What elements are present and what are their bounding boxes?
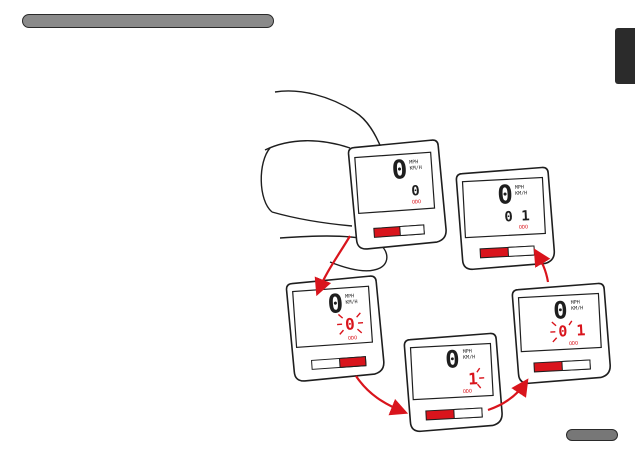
bottom-digits: 0 <box>344 314 355 334</box>
unit-kmh: KM/H <box>515 190 527 197</box>
device-bottom: 0 MPH KM/H 1 ODO <box>404 333 503 432</box>
speed-digit: 0 <box>553 296 569 325</box>
unit-kmh: KM/H <box>345 299 357 306</box>
bottom-digits: 0 <box>411 183 421 200</box>
odo-label: ODO <box>569 341 578 347</box>
device-right-top: 0 MPH KM/H 0 1 ODO <box>456 167 555 270</box>
page-number-pill <box>566 429 618 441</box>
unit-kmh: KM/H <box>463 354 475 361</box>
odo-label: ODO <box>519 224 528 230</box>
odo-label: ODO <box>463 389 472 395</box>
unit-kmh: KM/H <box>571 305 583 312</box>
arrow-left-to-bottom <box>356 376 404 412</box>
odo-label: ODO <box>412 199 421 206</box>
device-right: 0 MPH KM/H 0 1 ODO <box>512 283 611 384</box>
odo-label: ODO <box>348 335 357 342</box>
device-left: 0 MPH KM/H 0 ODO <box>286 276 385 382</box>
speed-digit: 0 <box>497 180 514 211</box>
bottom-digits: 0 1 <box>504 208 530 225</box>
speed-digit: 0 <box>444 345 460 374</box>
speed-digit: 0 <box>327 289 345 320</box>
bottom-digits: 0 1 <box>558 321 586 340</box>
device-top: 0 MPH KM/H 0 ODO <box>348 140 447 250</box>
unit-kmh: KM/H <box>410 165 422 172</box>
speed-digit: 0 <box>391 155 409 186</box>
